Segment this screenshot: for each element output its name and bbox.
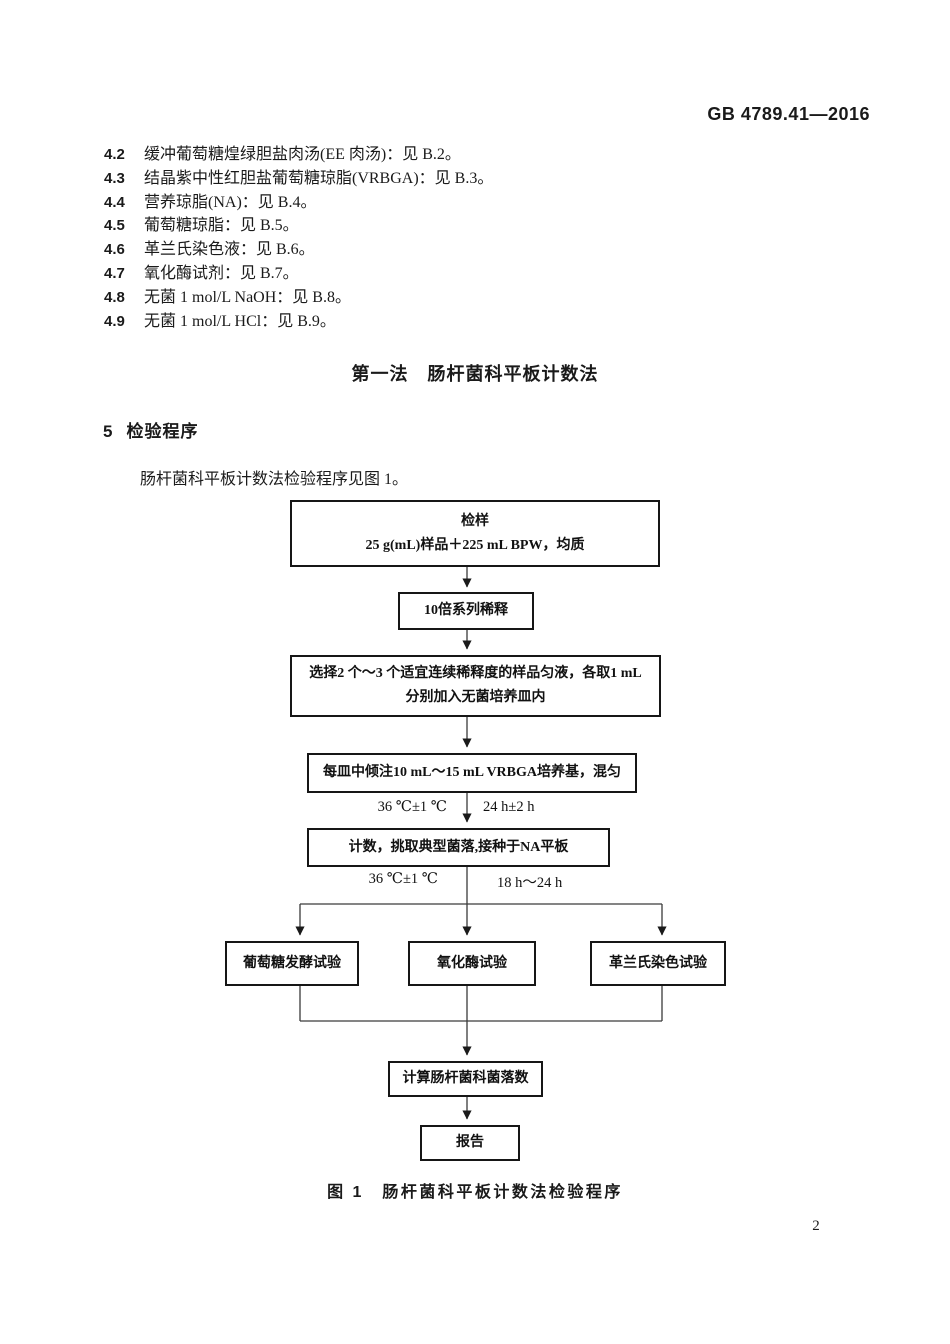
clause-number: 4.5 xyxy=(104,217,125,235)
report-label: 报告 xyxy=(456,1135,484,1150)
clause-number: 4.4 xyxy=(104,193,125,211)
clause-text: 无菌 1 mol/L HCl：见 B.9。 xyxy=(144,312,336,330)
clause-text: 革兰氏染色液：见 B.6。 xyxy=(144,241,315,259)
flow-box-gram-stain-test: 革兰氏染色试验 xyxy=(590,941,726,986)
clause-number: 4.3 xyxy=(104,169,125,187)
list-item: 4.7 氧化酶试剂：见 B.7。 xyxy=(104,262,864,286)
section-title: 检验程序 xyxy=(126,422,199,441)
flow-box-sample-title: 检样 xyxy=(461,513,489,529)
clause-number: 4.7 xyxy=(104,264,125,282)
flow-box-oxidase-test: 氧化酶试验 xyxy=(408,941,536,986)
clause-number: 4.9 xyxy=(104,312,125,330)
intro-paragraph: 肠杆菌科平板计数法检验程序见图 1。 xyxy=(140,471,409,488)
incubation1-time-label: 24 h±2 h xyxy=(483,799,535,815)
gram-stain-test-label: 革兰氏染色试验 xyxy=(609,955,707,971)
list-item: 4.8 无菌 1 mol/L NaOH：见 B.8。 xyxy=(104,286,864,310)
flow-box-calculate: 计算肠杆菌科菌落数 xyxy=(388,1061,543,1097)
clause-text: 缓冲葡萄糖煌绿胆盐肉汤(EE 肉汤)：见 B.2。 xyxy=(144,146,461,163)
flow-box-sample: 检样 25 g(mL)样品＋225 mL BPW，均质 xyxy=(290,500,660,567)
incubation1-temperature-label: 36 ℃±1 ℃ xyxy=(377,799,447,815)
oxidase-test-label: 氧化酶试验 xyxy=(437,955,507,971)
list-item: 4.5 葡萄糖琼脂：见 B.5。 xyxy=(104,214,864,238)
glucose-test-label: 葡萄糖发酵试验 xyxy=(243,955,341,971)
flow-box-select-line2: 分别加入无菌培养皿内 xyxy=(405,690,546,705)
method-title: 第一法 肠杆菌科平板计数法 xyxy=(351,364,599,384)
incubation2-temperature-label: 36 ℃±1 ℃ xyxy=(368,871,438,887)
flow-box-count: 计数，挑取典型菌落,接种于NA平板 xyxy=(307,828,610,867)
clause-text: 葡萄糖琼脂：见 B.5。 xyxy=(144,217,299,235)
clause-text: 营养琼脂(NA)：见 B.4。 xyxy=(144,193,317,211)
figure-caption: 图 1 肠杆菌科平板计数法检验程序 xyxy=(327,1184,623,1201)
list-item: 4.4 营养琼脂(NA)：见 B.4。 xyxy=(104,191,864,215)
incubation2-time-label: 18 h～24 h xyxy=(497,875,563,891)
flow-box-glucose-fermentation-test: 葡萄糖发酵试验 xyxy=(225,941,359,986)
clause-number: 4.8 xyxy=(104,288,125,306)
clause-text: 氧化酶试剂：见 B.7。 xyxy=(144,264,299,282)
clause-text: 结晶紫中性红胆盐葡萄糖琼脂(VRBGA)：见 B.3。 xyxy=(144,169,494,187)
flow-box-pour-label: 每皿中倾注10 mL～15 mL VRBGA培养基，混匀 xyxy=(322,765,622,780)
flow-box-dilution-label: 10倍系列稀释 xyxy=(424,603,508,618)
calculate-label: 计算肠杆菌科菌落数 xyxy=(402,1071,529,1086)
clause-number: 4.6 xyxy=(104,241,125,259)
list-item: 4.3 结晶紫中性红胆盐葡萄糖琼脂(VRBGA)：见 B.3。 xyxy=(104,167,864,191)
flow-box-dilution: 10倍系列稀释 xyxy=(398,592,534,630)
section-heading: 5 检验程序 xyxy=(103,417,198,442)
flow-box-sample-detail: 25 g(mL)样品＋225 mL BPW，均质 xyxy=(365,537,585,553)
section-number: 5 xyxy=(103,422,113,441)
reagent-list: 4.2 缓冲葡萄糖煌绿胆盐肉汤(EE 肉汤)：见 B.2。 4.3 结晶紫中性红胆盐… xyxy=(104,143,864,333)
flow-box-report: 报告 xyxy=(420,1125,520,1161)
list-item: 4.9 无菌 1 mol/L HCl：见 B.9。 xyxy=(104,310,864,334)
list-item: 4.6 革兰氏染色液：见 B.6。 xyxy=(104,238,864,262)
flow-box-select-line1: 选择2 个～3 个适宜连续稀释度的样品匀液，各取1 mL xyxy=(309,666,642,681)
clause-number: 4.2 xyxy=(104,146,125,163)
standard-number-header: GB 4789.41—2016 xyxy=(707,104,870,124)
list-item: 4.2 缓冲葡萄糖煌绿胆盐肉汤(EE 肉汤)：见 B.2。 xyxy=(104,143,864,167)
flow-box-select: 选择2 个～3 个适宜连续稀释度的样品匀液，各取1 mL 分别加入无菌培养皿内 xyxy=(290,655,661,717)
flow-box-pour: 每皿中倾注10 mL～15 mL VRBGA培养基，混匀 xyxy=(307,753,637,793)
flow-box-count-label: 计数，挑取典型菌落,接种于NA平板 xyxy=(348,839,569,855)
page-number: 2 xyxy=(812,1218,820,1234)
clause-text: 无菌 1 mol/L NaOH：见 B.8。 xyxy=(144,288,351,306)
